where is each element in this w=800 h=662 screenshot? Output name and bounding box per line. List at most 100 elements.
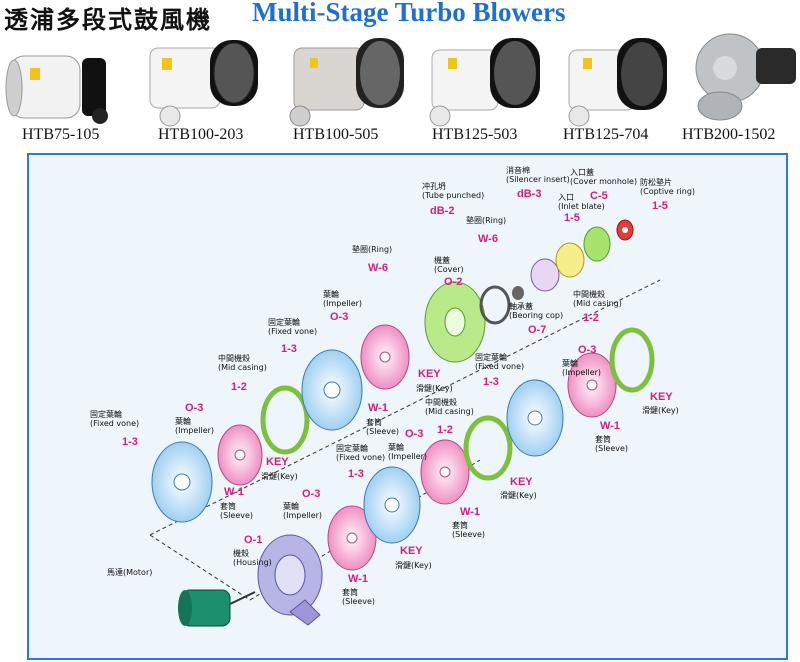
code-tube-punched: dB-2	[430, 205, 455, 217]
code-fixed-vane: 1-3	[348, 468, 364, 480]
code-cover-manhole: C-5	[590, 190, 608, 202]
mid-casing-ring	[609, 327, 655, 393]
label-mid-casing: 中間機殼(Mid casing)	[218, 354, 267, 372]
ring-washer-part	[479, 285, 511, 325]
code-impeller: O-3	[405, 428, 424, 440]
fixed-vane-disc	[151, 441, 213, 523]
label-mid-casing: 中間機殼(Mid casing)	[425, 398, 474, 416]
impeller-disc	[217, 424, 263, 486]
code-key: KEY	[400, 545, 423, 557]
label-key: 滑鍵(Key)	[395, 561, 432, 570]
code-fixed-vane: 1-3	[122, 436, 138, 448]
label-inlet-blate: 入口(Inlet blate)	[558, 193, 605, 211]
impeller-disc	[567, 352, 617, 418]
code-housing: O-1	[244, 534, 263, 546]
code-cover: O-2	[444, 276, 463, 288]
product-photo-htb100-505	[289, 38, 404, 127]
code-impeller: O-3	[330, 311, 349, 323]
label-fixed-vane: 固定葉輪(Fixed vone)	[268, 318, 318, 336]
label-impeller: 葉輪(Impeller)	[323, 290, 363, 308]
code-silencer-insert: dB-3	[517, 188, 542, 200]
code-mid-casing: 1-2	[437, 424, 453, 436]
product-photo-htb100-203	[149, 40, 258, 127]
title-english: Multi-Stage Turbo Blowers	[252, 0, 566, 27]
inlet-blate-part	[583, 226, 611, 262]
label-cover-manhole: 入口蓋(Cover monhole)	[570, 168, 638, 186]
label-key: 滑鍵(Key)	[261, 472, 298, 481]
code-inlet-blate: 1-5	[564, 212, 580, 224]
label-ring: 墊圈(Ring)	[466, 216, 507, 225]
code-fixed-vane: 1-3	[281, 343, 297, 355]
label-silencer-insert: 消音棉(Silencer insert)	[506, 166, 570, 184]
code-coptive-ring: 1-5	[652, 200, 668, 212]
label-mid-casing: 中間機殼(Mid casing)	[573, 290, 622, 308]
label-fixed-vane: 固定葉輪(Fixed vone)	[475, 353, 525, 371]
code-sleeve: W-1	[368, 402, 388, 414]
housing-part	[257, 534, 323, 626]
cover-part	[424, 281, 486, 363]
fixed-vane-disc	[506, 379, 564, 457]
label-fixed-vane: 固定葉輪(Fixed vone)	[336, 444, 386, 462]
product-model-label: HTB125-503	[432, 126, 518, 143]
code-impeller: O-3	[578, 344, 597, 356]
label-coptive-ring: 防松墊片(Coptive ring)	[640, 178, 696, 196]
label-sleeve: 套筒(Sleeve)	[342, 588, 376, 606]
label-ring: 墊圈(Ring)	[352, 245, 393, 254]
product-model-label: HTB125-704	[563, 126, 649, 143]
impeller-disc	[420, 439, 470, 505]
code-mid-casing: 1-2	[583, 312, 599, 324]
label-key: 滑鍵(Key)	[416, 384, 453, 393]
fixed-vane-disc	[363, 466, 421, 544]
impeller-disc	[327, 505, 377, 571]
code-ring: W-6	[478, 233, 498, 245]
motor-part	[178, 589, 256, 627]
label-impeller: 葉輪(Impeller)	[388, 443, 428, 461]
label-impeller: 葉輪(Impeller)	[175, 417, 215, 435]
product-model-label: HTB100-203	[158, 126, 244, 143]
mid-casing-ring	[260, 385, 310, 455]
code-key: KEY	[650, 391, 673, 403]
code-fixed-vane: 1-3	[483, 376, 499, 388]
label-bearing-cap: 軸承蓋(Beoring cop)	[509, 302, 564, 320]
label-impeller: 葉輪(Impeller)	[562, 359, 602, 377]
product-photo-htb200-1502	[695, 33, 796, 121]
code-impeller: O-3	[302, 488, 321, 500]
label-motor: 馬達(Motor)	[107, 568, 153, 577]
label-sleeve: 套筒(Sleeve)	[366, 418, 400, 436]
impeller-disc	[360, 324, 410, 390]
product-photo-htb75-105	[5, 55, 108, 124]
code-key: KEY	[266, 456, 289, 468]
code-impeller: O-3	[185, 402, 204, 414]
label-impeller: 葉輪(Impeller)	[283, 502, 323, 520]
code-sleeve: W-1	[600, 420, 620, 432]
product-photo-htb125-503	[429, 38, 540, 127]
label-key: 滑鍵(Key)	[500, 491, 537, 500]
bearing-cap-part	[512, 286, 524, 300]
code-bearing-cap: O-7	[528, 324, 547, 336]
label-sleeve: 套筒(Sleeve)	[220, 502, 254, 520]
tube-punched-part	[555, 242, 585, 278]
code-sleeve: W-1	[460, 506, 480, 518]
product-model-label: HTB75-105	[22, 126, 100, 143]
code-key: KEY	[510, 476, 533, 488]
label-fixed-vane: 固定葉輪(Fixed vone)	[90, 410, 140, 428]
product-photo-htb125-704	[568, 38, 667, 127]
code-ring: W-6	[368, 262, 388, 274]
label-key: 滑鍵(Key)	[642, 406, 679, 415]
label-housing: 機殼(Housing)	[233, 549, 272, 567]
code-sleeve: W-1	[224, 486, 244, 498]
code-key: KEY	[418, 368, 441, 380]
silencer-insert-part	[530, 258, 560, 292]
fixed-vane-disc	[301, 349, 363, 431]
product-model-label: HTB200-1502	[682, 126, 776, 143]
label-cover: 機蓋(Cover)	[434, 256, 464, 274]
code-mid-casing: 1-2	[231, 381, 247, 393]
label-sleeve: 套筒(Sleeve)	[452, 521, 486, 539]
label-tube-punched: 冲孔坍(Tube punched)	[422, 182, 485, 200]
label-sleeve: 套筒(Sleeve)	[595, 435, 629, 453]
coptive-ring-part	[616, 219, 634, 241]
mid-casing-ring	[463, 415, 513, 481]
title-chinese: 透浦多段式鼓風機	[4, 5, 212, 34]
product-model-label: HTB100-505	[293, 126, 379, 143]
